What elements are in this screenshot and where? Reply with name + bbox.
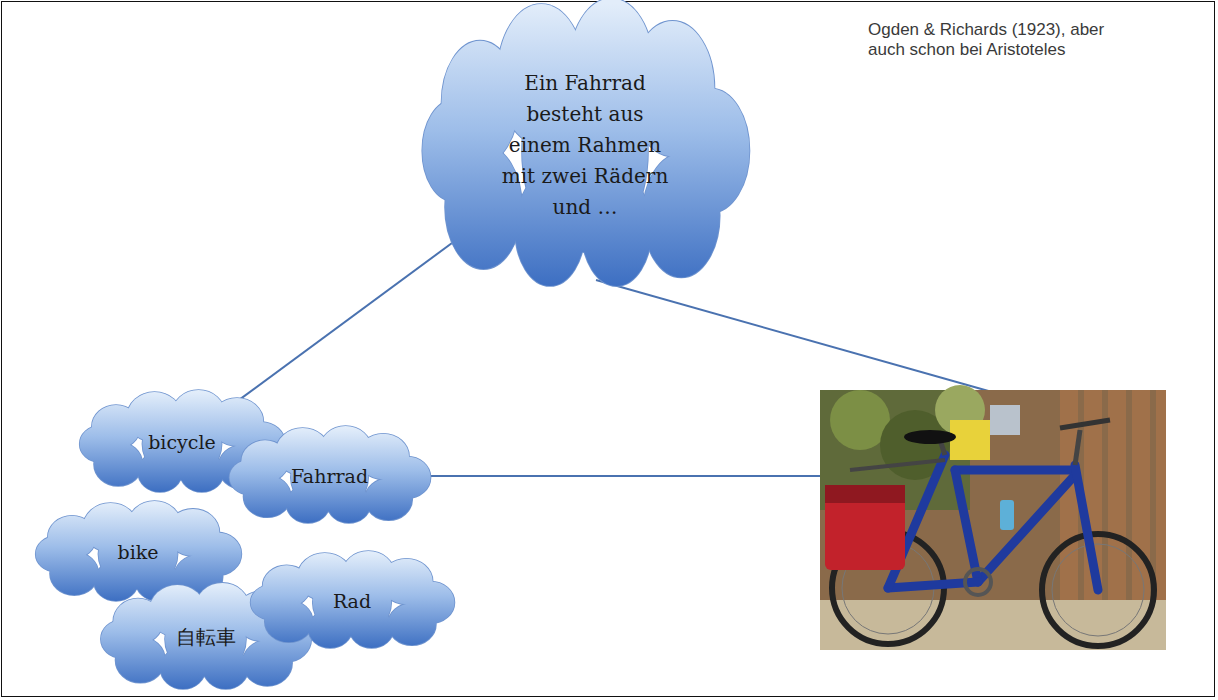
cloud-text: bicycle (148, 430, 216, 454)
cloud-content: Rad (243, 553, 461, 648)
concept-cloud: Rad (243, 553, 461, 648)
cloud-content: Ein Fahrrad besteht aus einem Rahmen mit… (410, 4, 760, 286)
concept-cloud: Fahrrad (222, 428, 437, 523)
cloud-text: Rad (333, 589, 371, 613)
connector-line (236, 234, 465, 403)
source-note: Ogden & Richards (1923), aber auch schon… (868, 20, 1118, 61)
connector-line (596, 280, 992, 392)
cloud-content: Fahrrad (222, 428, 437, 523)
bicycle-photo (820, 385, 1166, 650)
concept-cloud: Ein Fahrrad besteht aus einem Rahmen mit… (410, 4, 760, 286)
cloud-text: bike (118, 540, 159, 564)
cloud-text: 自転車 (176, 624, 236, 650)
cloud-text: Ein Fahrrad besteht aus einem Rahmen mit… (493, 68, 678, 223)
cloud-text: Fahrrad (291, 464, 368, 488)
connector-line (420, 475, 822, 477)
